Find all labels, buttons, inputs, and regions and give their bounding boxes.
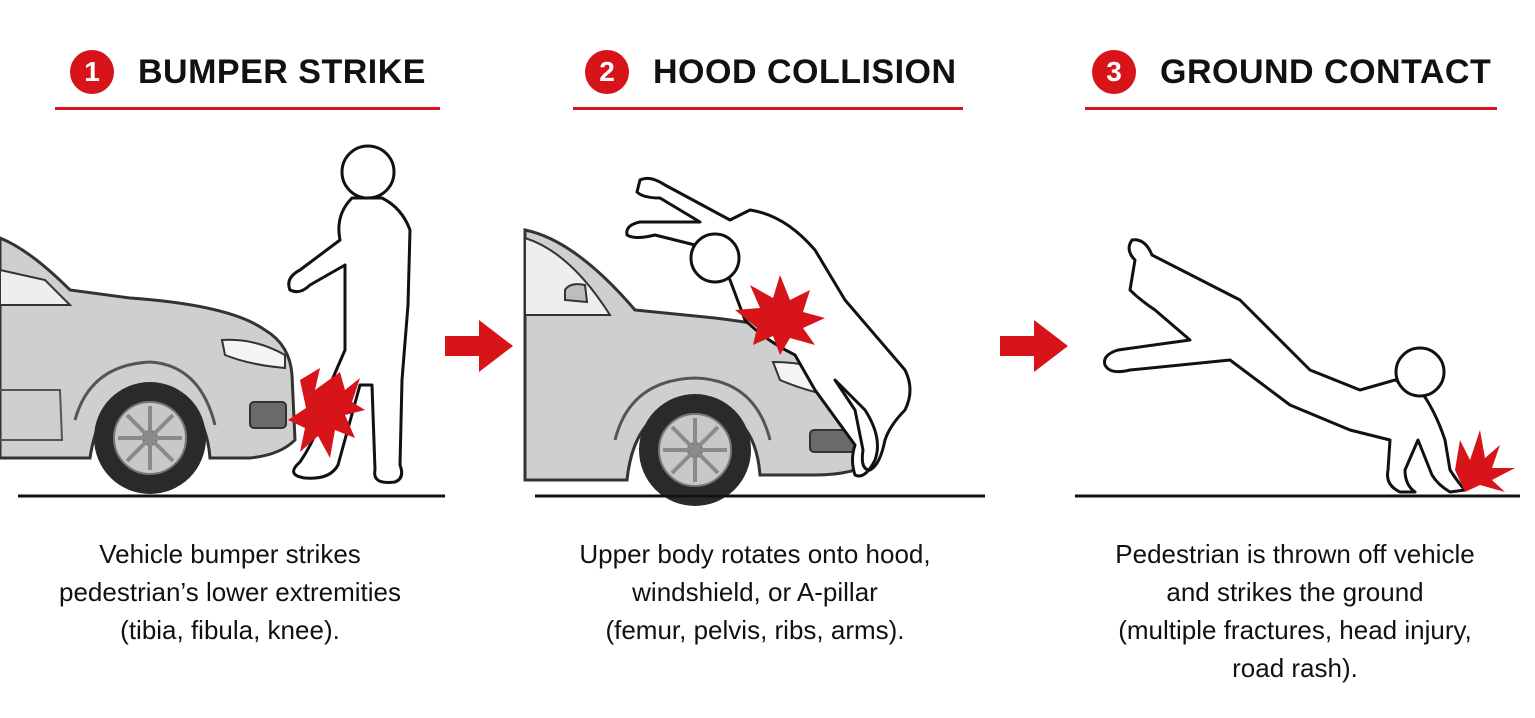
pedestrian-figure xyxy=(1103,238,1467,494)
ground-contact-illustration xyxy=(1075,238,1520,498)
caption-line: (multiple fractures, head injury, xyxy=(1118,615,1472,645)
step-2-underline xyxy=(573,107,963,110)
caption-line: pedestrian’s lower extremities xyxy=(59,577,401,607)
step-3-panel: 3 GROUND CONTACT Pedestrian is thrown of… xyxy=(1060,0,1535,718)
impact-burst-icon xyxy=(288,368,365,458)
caption-line: road rash). xyxy=(1232,653,1358,683)
step-3-number-badge: 3 xyxy=(1092,50,1136,94)
caption-line: Pedestrian is thrown off vehicle xyxy=(1115,539,1475,569)
step-1-header: 1 BUMPER STRIKE xyxy=(70,44,426,100)
step-1-number-badge: 1 xyxy=(70,50,114,94)
pedestrian-figure xyxy=(287,144,412,484)
impact-burst-icon xyxy=(735,275,825,355)
step-1-caption: Vehicle bumper strikes pedestrian’s lowe… xyxy=(20,535,440,649)
step-1-panel: 1 BUMPER STRIKE xyxy=(0,0,470,718)
car-icon xyxy=(523,228,879,506)
caption-line: Upper body rotates onto hood, xyxy=(579,539,931,569)
bumper-strike-illustration xyxy=(0,144,445,498)
arrow-right-icon xyxy=(445,320,513,372)
caption-line: (femur, pelvis, ribs, arms). xyxy=(605,615,905,645)
step-3-caption: Pedestrian is thrown off vehicle and str… xyxy=(1070,535,1520,687)
step-1-underline xyxy=(55,107,440,110)
caption-line: Vehicle bumper strikes xyxy=(99,539,361,569)
caption-line: (tibia, fibula, knee). xyxy=(120,615,340,645)
hood-collision-illustration xyxy=(523,176,985,506)
step-2-title: HOOD COLLISION xyxy=(653,52,957,91)
arrow-right-icon xyxy=(1000,320,1068,372)
step-3-underline xyxy=(1085,107,1497,110)
step-2-header: 2 HOOD COLLISION xyxy=(585,44,957,100)
step-2-panel: 2 HOOD COLLISION xyxy=(515,0,995,718)
caption-line: and strikes the ground xyxy=(1166,577,1424,607)
car-icon xyxy=(0,236,297,494)
step-3-header: 3 GROUND CONTACT xyxy=(1092,44,1491,100)
step-1-title: BUMPER STRIKE xyxy=(138,52,426,91)
caption-line: windshield, or A-pillar xyxy=(632,577,878,607)
impact-burst-icon xyxy=(1455,430,1515,492)
step-2-caption: Upper body rotates onto hood, windshield… xyxy=(530,535,980,649)
step-2-number-badge: 2 xyxy=(585,50,629,94)
step-3-title: GROUND CONTACT xyxy=(1160,52,1492,91)
